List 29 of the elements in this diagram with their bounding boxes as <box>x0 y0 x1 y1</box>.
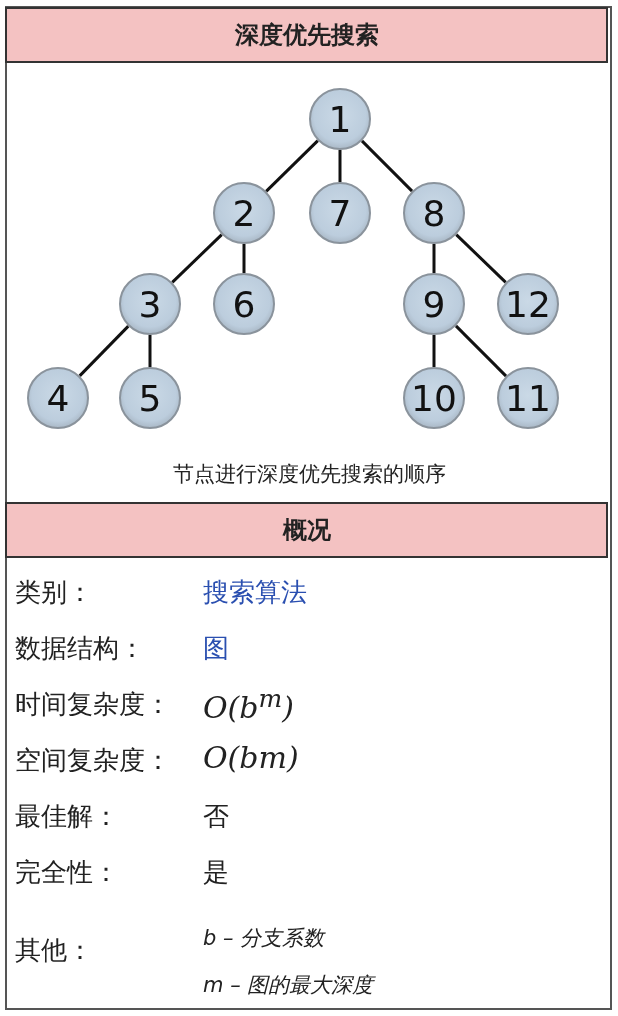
tree-edge <box>265 139 319 193</box>
field-label: 时间复杂度： <box>15 688 171 721</box>
tree-edge <box>360 139 414 193</box>
tree-edge <box>454 324 508 378</box>
tree-edge <box>148 335 152 367</box>
field-label: 最佳解： <box>15 800 119 833</box>
field-value: 是 <box>203 856 229 889</box>
link: 图 <box>203 632 229 665</box>
figure-caption: 节点进行深度优先搜索的顺序 <box>171 461 447 488</box>
tree-edge <box>171 233 223 284</box>
tree-edge <box>432 335 436 367</box>
title-band: 深度优先搜索 <box>5 7 608 63</box>
link: 搜索算法 <box>203 576 307 609</box>
tree-edge <box>242 244 246 273</box>
formula: O(bm) <box>203 740 299 775</box>
note-text: b – 分支系数 <box>203 925 325 952</box>
field-label: 其他： <box>15 934 93 967</box>
field-label: 完全性： <box>15 856 119 889</box>
tree-edge <box>78 325 130 377</box>
field-value: 否 <box>203 800 229 833</box>
note-text: m – 图的最大深度 <box>203 972 374 999</box>
tree-edge <box>338 150 342 182</box>
tree-edge <box>455 233 507 284</box>
formula: O(b$^{m}$) <box>203 684 294 725</box>
tree-edge <box>432 244 436 273</box>
field-label: 数据结构： <box>15 632 145 665</box>
section-header: 概况 <box>5 502 608 558</box>
field-label: 类别： <box>15 576 93 609</box>
field-label: 空间复杂度： <box>15 744 171 777</box>
